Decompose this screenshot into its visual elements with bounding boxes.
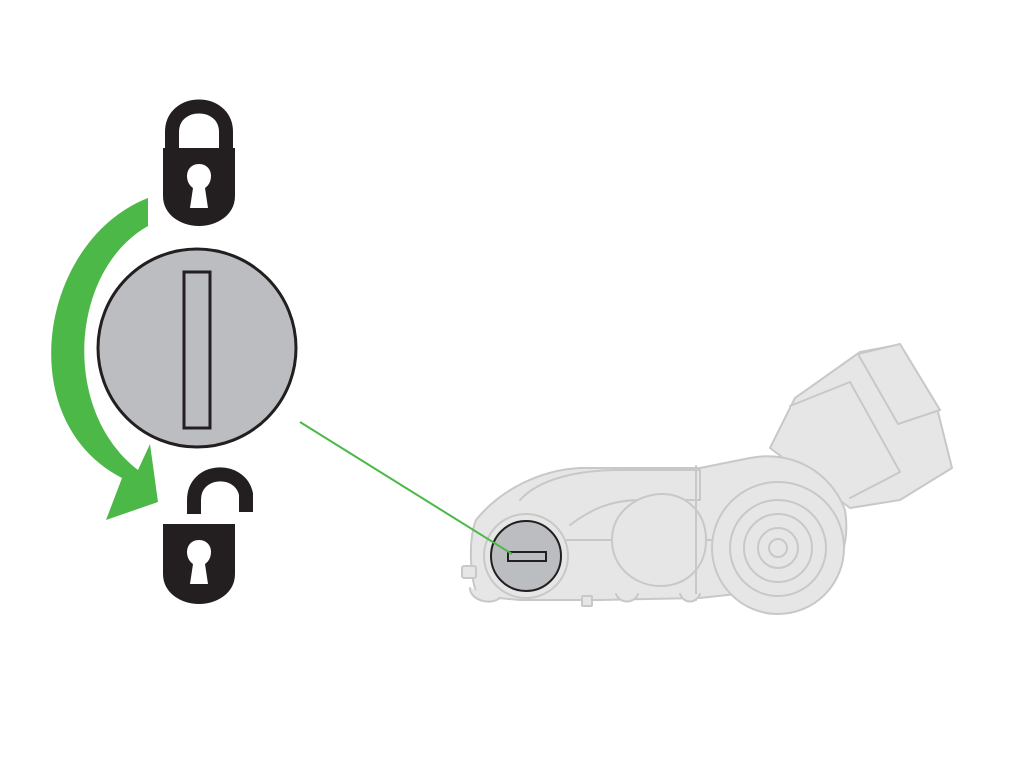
end-cap-large <box>96 247 298 449</box>
cleaner-body-hump <box>519 469 701 526</box>
cleaner-foot-rear <box>679 593 701 603</box>
device-end-cap-slot <box>507 551 547 562</box>
padlock-closed-keyhole <box>187 164 211 208</box>
rotate-clockwise-arrow-icon <box>51 198 158 520</box>
end-cap-disc <box>96 247 298 449</box>
device-end-cap <box>483 513 569 599</box>
padlock-closed-shackle <box>165 99 233 150</box>
callout-line <box>299 421 513 555</box>
cleaner-front-clip <box>461 565 477 579</box>
cleaner-wheel-outer <box>711 481 845 615</box>
cleaner-wheel-hub <box>768 538 788 558</box>
cleaner-wheel-ring-3 <box>757 527 799 569</box>
padlock-open-keyhole <box>187 540 211 584</box>
cleaner-wheel-ring-1 <box>729 499 827 597</box>
cleaner-neck-collar <box>857 343 941 425</box>
padlock-closed-icon <box>163 99 235 226</box>
device-end-cap-disc <box>490 520 562 592</box>
cleaner-center-drum <box>611 493 707 587</box>
cleaner-foot-mid <box>615 593 639 603</box>
end-cap-slot-icon <box>182 270 212 430</box>
cleaner-bottom-tab <box>581 595 593 607</box>
cleaner-neck-band <box>789 381 901 499</box>
padlock-open-icon <box>163 467 253 604</box>
cleaner-foot-front <box>469 587 501 603</box>
padlock-open-shackle <box>187 467 253 514</box>
cleaner-head-illustration <box>461 343 953 615</box>
cleaner-wheel-ring-2 <box>743 513 813 583</box>
